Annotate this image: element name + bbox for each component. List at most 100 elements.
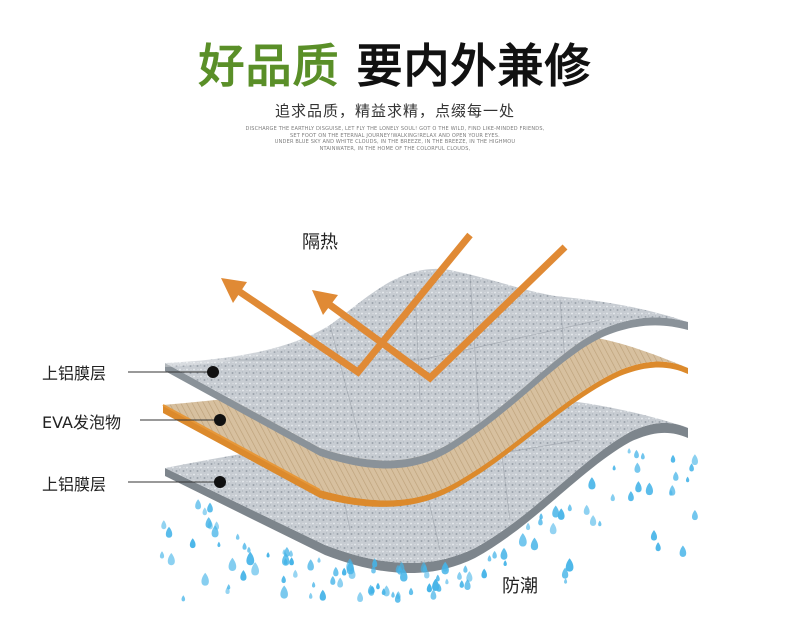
water-droplet — [201, 572, 209, 586]
water-droplet — [481, 568, 487, 579]
water-droplet — [341, 567, 347, 576]
water-droplet — [246, 551, 255, 566]
title-green-part: 好品质 — [198, 39, 340, 93]
water-droplet — [167, 553, 175, 566]
water-droplet — [242, 542, 247, 550]
water-droplet — [240, 570, 247, 581]
water-droplet — [492, 550, 497, 559]
label-heat-insulation: 隔热 — [302, 232, 338, 253]
water-droplet — [280, 585, 288, 599]
water-droplet — [561, 567, 569, 579]
water-droplet — [487, 555, 492, 562]
water-droplet — [293, 569, 298, 578]
water-droplet — [159, 551, 165, 559]
water-droplet — [669, 485, 676, 496]
water-droplet — [679, 545, 687, 557]
water-droplet — [539, 513, 543, 520]
water-droplet — [685, 476, 690, 483]
water-droplet — [628, 491, 634, 502]
water-droplet — [552, 505, 560, 518]
water-droplet — [165, 526, 173, 538]
english-tagline: DISCHARGE THE EARTHLY DISGUISE, LET FLY … — [200, 126, 590, 152]
heat-reflection-arrows — [221, 232, 568, 383]
water-droplet — [420, 561, 427, 573]
water-droplet — [549, 522, 557, 535]
water-droplet — [308, 592, 313, 599]
water-droplet — [319, 589, 326, 601]
water-droplet — [689, 463, 694, 472]
water-droplet — [247, 546, 251, 553]
water-droplet — [598, 520, 602, 527]
water-droplet — [195, 499, 202, 510]
page-subtitle: 追求品质，精益求精，点缀每一处 — [274, 102, 515, 120]
water-droplet — [430, 589, 437, 600]
leader-lines — [128, 366, 226, 488]
marker-dot-top-foil — [207, 366, 219, 378]
english-line: UNDER BLUE SKY AND WHITE CLOUDS, IN THE … — [274, 139, 516, 146]
water-droplet — [503, 560, 507, 566]
label-bottom-foil-layer: 上铝膜层 — [42, 475, 107, 494]
water-droplet — [408, 587, 414, 596]
water-droplet — [564, 578, 568, 584]
water-droplet — [211, 525, 219, 538]
water-droplet — [567, 504, 572, 512]
water-droplet — [282, 553, 290, 566]
water-droplet — [610, 493, 615, 502]
water-droplet — [583, 504, 590, 515]
water-droplet — [337, 577, 344, 588]
water-droplet — [557, 508, 565, 520]
water-droplet — [464, 579, 471, 590]
water-droplet — [500, 547, 508, 560]
page-title: 好品质 要内外兼修 — [0, 30, 790, 96]
water-droplet — [282, 549, 286, 555]
label-moisture-proof: 防潮 — [502, 576, 538, 597]
label-eva-foam: EVA发泡物 — [42, 413, 121, 432]
water-droplet — [251, 562, 259, 576]
water-droplet — [367, 584, 374, 595]
water-droplet — [466, 571, 473, 582]
water-droplet — [372, 558, 378, 568]
water-droplet — [217, 541, 221, 548]
title-black-part: 要内外兼修 — [356, 39, 592, 93]
water-droplet — [530, 537, 539, 551]
water-droplet — [161, 520, 167, 530]
water-droplet — [673, 471, 679, 481]
water-droplet — [565, 558, 574, 572]
water-droplet — [235, 533, 240, 540]
water-droplet — [395, 591, 401, 600]
water-droplet — [612, 465, 616, 471]
water-droplet — [376, 582, 380, 590]
water-droplet — [432, 578, 440, 591]
water-droplet — [311, 581, 316, 588]
water-droplet — [645, 482, 653, 496]
water-droplet — [538, 517, 543, 526]
water-droplet — [346, 561, 355, 575]
english-line: SET FOOT ON THE ETERNAL JOURNEY!WALKING!… — [290, 132, 500, 139]
english-line: NTAINWATER, IN THE HOME OF THE COLORFUL … — [319, 145, 471, 152]
water-droplet — [670, 454, 676, 463]
water-droplet — [435, 574, 440, 582]
water-droplet — [317, 557, 321, 563]
water-droplet — [627, 448, 631, 454]
water-droplet — [426, 583, 432, 593]
water-droplet — [202, 507, 207, 516]
water-droplet — [635, 481, 642, 493]
marker-dot-bottom-foil — [214, 476, 226, 488]
water-droplet — [634, 462, 641, 473]
water-droplet — [227, 584, 231, 590]
water-droplet — [526, 522, 531, 531]
water-droplet — [459, 580, 464, 588]
moisture-droplets — [159, 448, 698, 603]
water-droplet — [445, 578, 449, 585]
water-droplet — [588, 477, 596, 490]
water-droplet — [228, 557, 237, 571]
water-droplet — [181, 595, 186, 602]
water-droplet — [281, 575, 286, 584]
water-droplet — [395, 564, 401, 573]
water-droplet — [634, 449, 639, 459]
water-droplet — [207, 502, 213, 513]
water-droplet — [307, 559, 314, 571]
arrow-reflect-1 — [221, 232, 473, 377]
